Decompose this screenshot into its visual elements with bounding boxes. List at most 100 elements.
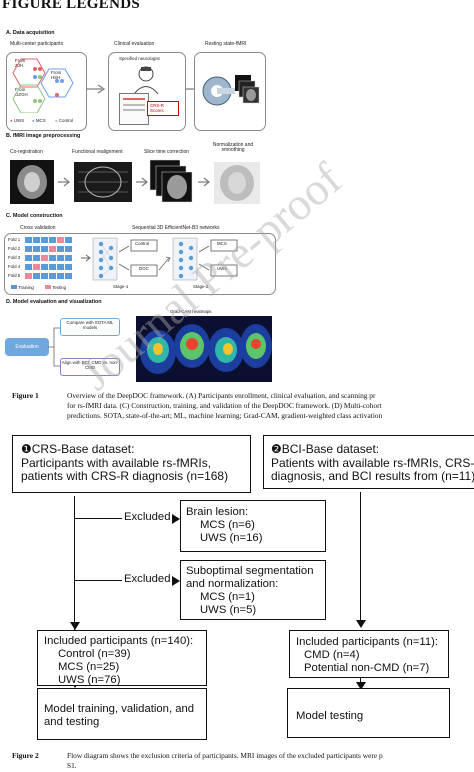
exclude-arrow-2 [172,576,180,586]
crs-dataset-line-1: Participants with available rs-fMRIs, [21,455,212,470]
model-testing-box: Model testing [287,688,450,738]
bci-included-arrow [356,620,366,628]
included-crs-title: Included participants (n=140): [44,635,194,647]
gradcam-heatmaps [136,316,272,382]
legend-testing: Testing [45,285,66,291]
cv-label: Cross validation [20,225,56,231]
output-uws: UWS [217,266,228,271]
step-coregistration: Co-registration [10,149,43,155]
brain-lesion-mcs: MCS (n=6) [200,519,255,531]
bci-connector [360,492,362,622]
bci-dataset-title: ❷BCI-Base dataset: [271,442,380,456]
panel-b-title: B. fMRI image preprocessing [6,133,81,139]
included-control: Control (n=39) [58,648,131,660]
brain-lesion-box: Brain lesion: MCS (n=6) UWS (n=16) [180,500,326,552]
evaluation-label: Evaluation [15,344,39,350]
legend-mcs: ● MCS [32,118,46,123]
legend-uws-label: UWS [13,118,25,123]
center-hsh: From HSH [51,70,62,80]
model-training-box: Model training, validation, and and test… [37,688,207,740]
stage-2-label: Stage-2 [193,284,209,289]
align-box: Align with BCI: CMD vs. non-CMD [60,358,120,376]
legend-mcs-label: MCS [35,118,46,123]
suboptimal-line-2: and normalization: [186,578,279,590]
included-bci-box: Included participants (n=11): CMD (n=4) … [289,630,449,678]
figure1-caption-label: Figure 1 [12,391,39,400]
included-non-cmd: Potential non-CMD (n=7) [304,662,430,674]
page-heading: FIGURE LEGENDS [2,0,140,12]
model-training-line-2: and testing [44,716,100,728]
brain-lesion-uws: UWS (n=16) [200,532,263,544]
excluded-label-1: Excluded [122,511,173,524]
crsr-scores: CRS-R Scores [147,101,179,117]
net-label: Sequential 3D EfficientNet-B3 networks [132,225,220,231]
legend-uws: ● UWS [10,118,25,123]
panel-d-title: D. Model evaluation and visualization [6,299,102,305]
crs-connector [74,496,76,680]
included-arrow [70,622,80,630]
step-normalization: Normalization and smoothing [212,142,254,154]
bci-dataset-line-1: Patients with available rs-fMRIs, CRS-R [271,455,474,470]
included-cmd: CMD (n=4) [304,649,360,661]
crs-dataset-box: ❶CRS-Base dataset: Participants with ava… [12,435,251,493]
output-mcs: MCS [217,241,227,246]
legend-training: Training [11,285,34,291]
arrow-a1 [86,84,106,94]
fold-5: Fold 5 [8,273,21,278]
suboptimal-uws: UWS (n=5) [200,604,257,616]
figure1-caption-line-2: for rs-fMRI data. (C) Construction, trai… [67,401,382,410]
network-diagram [81,237,238,281]
bci-dataset-box: ❷BCI-Base dataset: Patients with availab… [263,435,474,489]
figure2-caption-label: Figure 2 [12,751,39,760]
fold-3: Fold 3 [8,255,21,260]
excluded-label-2: Excluded [122,573,173,586]
step-realignment: Functional realignment [72,149,123,155]
legend-training-label: Training [18,285,34,290]
output-doc: DOC [139,266,149,271]
figure1-caption-line-1: Overview of the DeepDOC framework. (A) P… [67,391,376,400]
gradcam-label: Grad-CAM heatmaps [170,309,212,314]
fmri-box [194,52,266,131]
evaluation-branches [48,327,61,367]
mri-scanner-icon [202,75,260,106]
participants-label: Multi-center participants [10,41,64,47]
figure2-caption-line-1: Flow diagram shows the exclusion criteri… [67,751,383,760]
figure2-caption-line-2: S1. [67,761,77,770]
panel-c-title: C. Model construction [6,213,63,219]
neurologist-label: Specified neurologist [119,56,160,61]
brain-lesion-title: Brain lesion: [186,506,249,518]
included-bci-title: Included participants (n=11): [296,636,439,648]
center-gzgh: From GZGH [15,87,28,97]
stage-1-label: Stage-1 [113,284,129,289]
figure1-caption-line-3: predictions. SOTA, state-of-the-art; ML,… [67,411,383,420]
fold-1: Fold 1 [8,237,21,242]
legend-testing-label: Testing [52,285,67,290]
participants-box: From ZJH From HSH From GZGH ● UWS ● MCS … [6,52,87,131]
suboptimal-line-1: Suboptimal segmentation [186,565,314,577]
exclude-arrow-1 [172,514,180,524]
testing-connector [360,676,362,686]
clinical-box: Specified neurologist CRS-R Scores [108,52,186,131]
included-crs-box: Included participants (n=140): Control (… [37,630,207,686]
figure1: A. Data acquisition Multi-center partici… [4,30,383,420]
suboptimal-mcs: MCS (n=1) [200,591,255,603]
bci-dataset-line-2: diagnosis, and BCI results from (n=11) [271,469,474,484]
testing-arrow [356,682,366,690]
included-mcs: MCS (n=25) [58,661,120,673]
model-testing-label: Model testing [296,710,364,722]
fold-grid [25,237,72,279]
evaluation-box: Evaluation [5,338,49,356]
included-uws: UWS (n=76) [58,674,121,686]
output-control: Control [135,241,150,246]
step-slice-time: Slice time correction [144,149,190,155]
panel-a-title: A. Data acquisition [6,30,55,36]
crs-dataset-title: ❶CRS-Base dataset: [21,442,135,456]
preprocessing-images [10,159,260,204]
legend-control-label: Control [58,118,74,123]
compare-box: Compare with SOTA ML models [60,318,120,336]
fmri-label: Resting state-fMRI [205,41,247,47]
neurologist-icon [133,66,159,95]
fold-4: Fold 4 [8,264,21,269]
fold-2: Fold 2 [8,246,21,251]
legend-control: ● Control [55,118,74,123]
